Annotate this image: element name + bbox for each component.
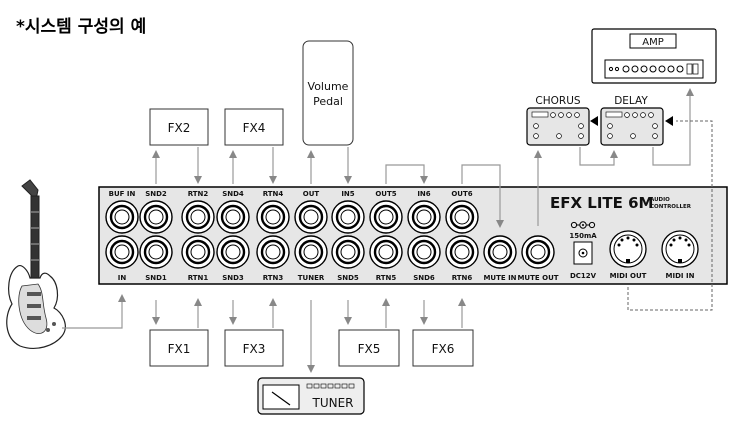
bottom-rtn3-label: RTN3 [263, 274, 284, 282]
unit-subtitle-2: CONTROLLER [650, 204, 692, 210]
midi-out-port[interactable] [609, 230, 647, 268]
top-rtn2-label: RTN2 [188, 190, 209, 198]
tuner-device [257, 377, 365, 415]
bottom-snd3-label: SND3 [222, 274, 244, 282]
bottom-rtn6-jack[interactable] [445, 235, 479, 269]
fx1-box [149, 329, 209, 367]
bottom-snd5-jack[interactable] [331, 235, 365, 269]
delay-label: DELAY [614, 95, 648, 107]
chorus-pedal [526, 107, 590, 146]
top-rtn4-jack[interactable] [256, 200, 290, 234]
midi-in-port[interactable] [661, 230, 699, 268]
fx2-label: FX2 [168, 121, 191, 135]
bottom-snd3-jack[interactable] [216, 235, 250, 269]
top-rtn2-jack[interactable] [181, 200, 215, 234]
signal-cables [152, 88, 694, 373]
bottom-rtn6-label: RTN6 [452, 274, 473, 282]
guitar-icon [6, 179, 66, 349]
fx4-box [224, 108, 284, 146]
top-snd2-label: SND2 [145, 190, 167, 198]
bottom-rtn5-jack[interactable] [369, 235, 403, 269]
unit-name: EFX LITE 6M [550, 194, 653, 212]
amp-device [591, 28, 717, 84]
page-title: *시스템 구성의 예 [16, 17, 147, 37]
bottom-in-jack[interactable] [105, 235, 139, 269]
bottom-rtn1-label: RTN1 [188, 274, 209, 282]
top-in5-label: IN5 [341, 190, 354, 198]
volume-pedal-label: Volume [308, 80, 349, 93]
top-buf-in-jack[interactable] [105, 200, 139, 234]
fx3-label: FX3 [243, 342, 266, 356]
unit-subtitle: AUDIO [650, 197, 670, 203]
dc-polarity-icon [570, 221, 596, 229]
bottom-rtn5-label: RTN5 [376, 274, 397, 282]
bottom-snd5-label: SND5 [337, 274, 359, 282]
top-rtn4-label: RTN4 [263, 190, 284, 198]
midi-out-label: MIDI OUT [610, 272, 647, 280]
midi-cable [627, 120, 713, 311]
bottom-in-label: IN [118, 274, 127, 282]
bottom-tuner-jack[interactable] [294, 235, 328, 269]
bottom-tuner-label: TUNER [298, 274, 325, 282]
volume-pedal-label-2: Pedal [313, 95, 343, 108]
bottom-snd6-label: SND6 [413, 274, 435, 282]
fx6-label: FX6 [432, 342, 455, 356]
bottom-mute-out-jack[interactable] [521, 235, 555, 269]
top-snd4-jack[interactable] [216, 200, 250, 234]
top-out6-jack[interactable] [445, 200, 479, 234]
chorus-label: CHORUS [535, 95, 580, 107]
fx5-box [338, 329, 400, 367]
bottom-snd1-jack[interactable] [139, 235, 173, 269]
current-label: 150mA [569, 232, 597, 240]
top-out-jack[interactable] [294, 200, 328, 234]
top-in5-jack[interactable] [331, 200, 365, 234]
delay-pedal [600, 107, 664, 146]
bottom-rtn3-jack[interactable] [256, 235, 290, 269]
top-out5-label: OUT5 [375, 190, 396, 198]
bottom-mute-in-jack[interactable] [483, 235, 517, 269]
top-in6-jack[interactable] [407, 200, 441, 234]
fx2-box [149, 108, 209, 146]
dc-label: DC12V [570, 272, 597, 280]
fx3-box [224, 329, 284, 367]
bottom-rtn1-jack[interactable] [181, 235, 215, 269]
midi-in-label: MIDI IN [666, 272, 695, 280]
top-snd4-label: SND4 [222, 190, 244, 198]
top-buf-in-label: BUF IN [109, 190, 136, 198]
top-out5-jack[interactable] [369, 200, 403, 234]
fx4-label: FX4 [243, 121, 266, 135]
bottom-mute-out-label: MUTE OUT [517, 274, 558, 282]
top-out-label: OUT [303, 190, 320, 198]
tuner-label: TUNER [311, 396, 353, 410]
bottom-snd1-label: SND1 [145, 274, 167, 282]
bottom-snd6-jack[interactable] [407, 235, 441, 269]
volume-pedal-box [302, 40, 354, 146]
top-out6-label: OUT6 [451, 190, 472, 198]
fx6-box [412, 329, 474, 367]
fx5-label: FX5 [358, 342, 381, 356]
top-snd2-jack[interactable] [139, 200, 173, 234]
bottom-mute-in-label: MUTE IN [483, 274, 516, 282]
fx1-label: FX1 [168, 342, 191, 356]
top-in6-label: IN6 [417, 190, 430, 198]
amp-label: AMP [642, 37, 664, 48]
